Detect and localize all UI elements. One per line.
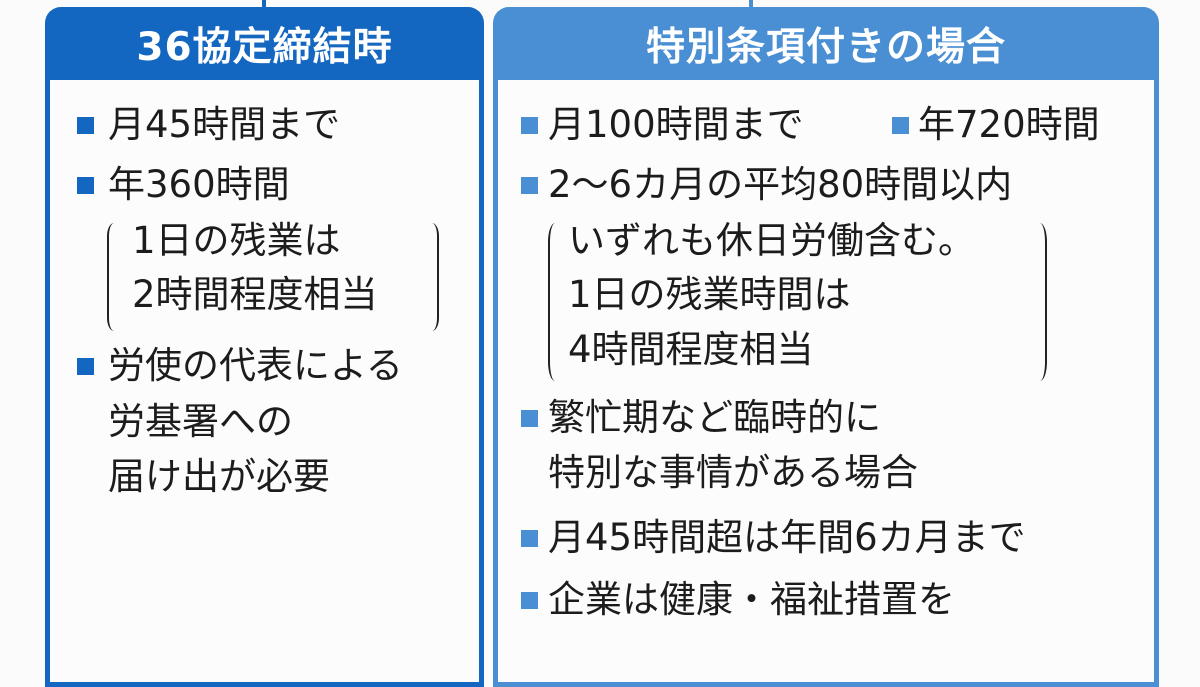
- list-item: 労使の代表による: [108, 344, 403, 387]
- list-item: 月45時間まで: [108, 103, 341, 146]
- square-bullet-icon: [77, 117, 94, 134]
- list-item: 繁忙期など臨時的に: [548, 396, 881, 439]
- list-item: 月45時間超は年間6カ月まで: [548, 516, 1026, 559]
- panel-36-agreement: 36協定締結時 月45時間まで 年360時間 1日の残業は 2時間程度相当 労使…: [45, 7, 484, 687]
- close-paren: [425, 223, 439, 331]
- square-bullet-icon: [892, 117, 909, 134]
- list-item-cont: 労基署への: [108, 400, 293, 443]
- note-line: 1日の残業時間は: [568, 273, 851, 316]
- panel-title: 36協定締結時: [136, 24, 393, 70]
- square-bullet-icon: [521, 592, 538, 609]
- list-item: 年720時間: [918, 103, 1100, 146]
- square-bullet-icon: [521, 530, 538, 547]
- list-item-cont: 届け出が必要: [108, 455, 330, 498]
- panel-body: 月45時間まで 年360時間 1日の残業は 2時間程度相当 労使の代表による 労…: [50, 80, 479, 682]
- open-paren: [548, 223, 562, 381]
- note-line: 1日の残業は: [132, 219, 341, 262]
- connector-line-left: [262, 0, 266, 8]
- square-bullet-icon: [77, 358, 94, 375]
- note-line: いずれも休日労働含む。: [568, 219, 975, 262]
- close-paren: [1033, 223, 1047, 381]
- square-bullet-icon: [521, 177, 538, 194]
- panel-body: 月100時間まで 年720時間 2～6カ月の平均80時間以内 いずれも休日労働含…: [498, 80, 1154, 682]
- list-item: 年360時間: [108, 163, 290, 206]
- list-item: 企業は健康・福祉措置を: [548, 578, 955, 621]
- square-bullet-icon: [521, 117, 538, 134]
- list-item-cont: 特別な事情がある場合: [548, 451, 918, 494]
- panel-special-clause: 特別条項付きの場合 月100時間まで 年720時間 2～6カ月の平均80時間以内…: [493, 7, 1159, 687]
- list-item: 2～6カ月の平均80時間以内: [548, 163, 1013, 206]
- note-line: 2時間程度相当: [132, 273, 378, 316]
- square-bullet-icon: [521, 410, 538, 427]
- open-paren: [107, 223, 121, 331]
- note-line: 4時間程度相当: [568, 328, 814, 371]
- square-bullet-icon: [77, 177, 94, 194]
- panel-title: 特別条項付きの場合: [645, 24, 1006, 70]
- list-item: 月100時間まで: [548, 103, 804, 146]
- connector-line-right: [749, 0, 753, 8]
